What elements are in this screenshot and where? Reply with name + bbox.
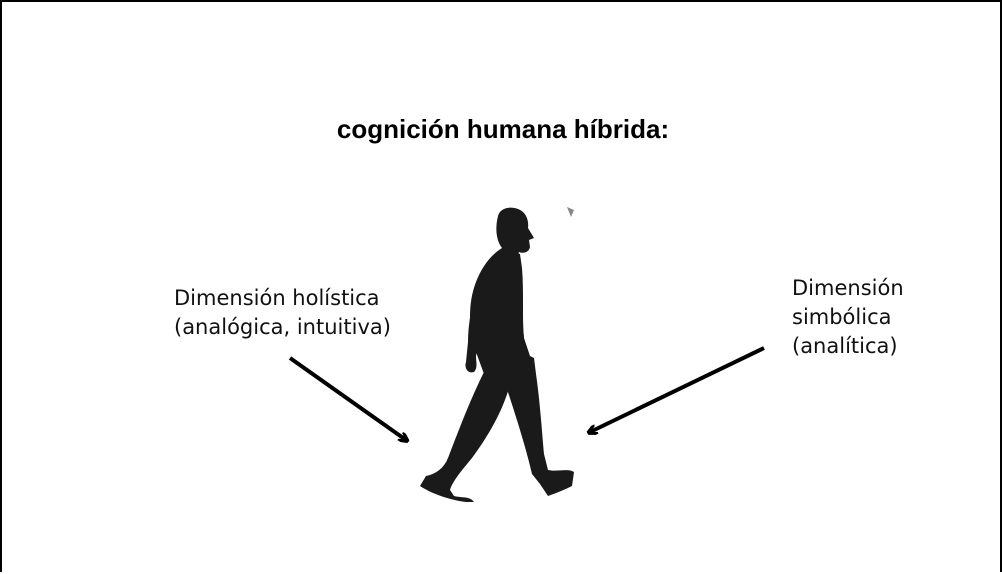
symbolic-label-line2: simbólica (792, 305, 892, 329)
holistic-label-line2: (analógica, intuitiva) (174, 315, 391, 339)
walking-person-icon (420, 207, 574, 502)
holistic-label-line1: Dimensión holística (174, 286, 380, 310)
holistic-dimension-label: Dimensión holística (analógica, intuitiv… (174, 284, 391, 342)
holistic-arrow (288, 356, 406, 440)
diagram-title: cognición humana híbrida: (336, 114, 670, 144)
symbolic-arrow (590, 346, 765, 432)
symbolic-label-line1: Dimensión (792, 276, 904, 300)
symbolic-dimension-label: Dimensión simbólica (analítica) (792, 274, 904, 361)
symbolic-label-line3: (analítica) (792, 334, 898, 358)
grey-mark-icon (567, 207, 574, 217)
